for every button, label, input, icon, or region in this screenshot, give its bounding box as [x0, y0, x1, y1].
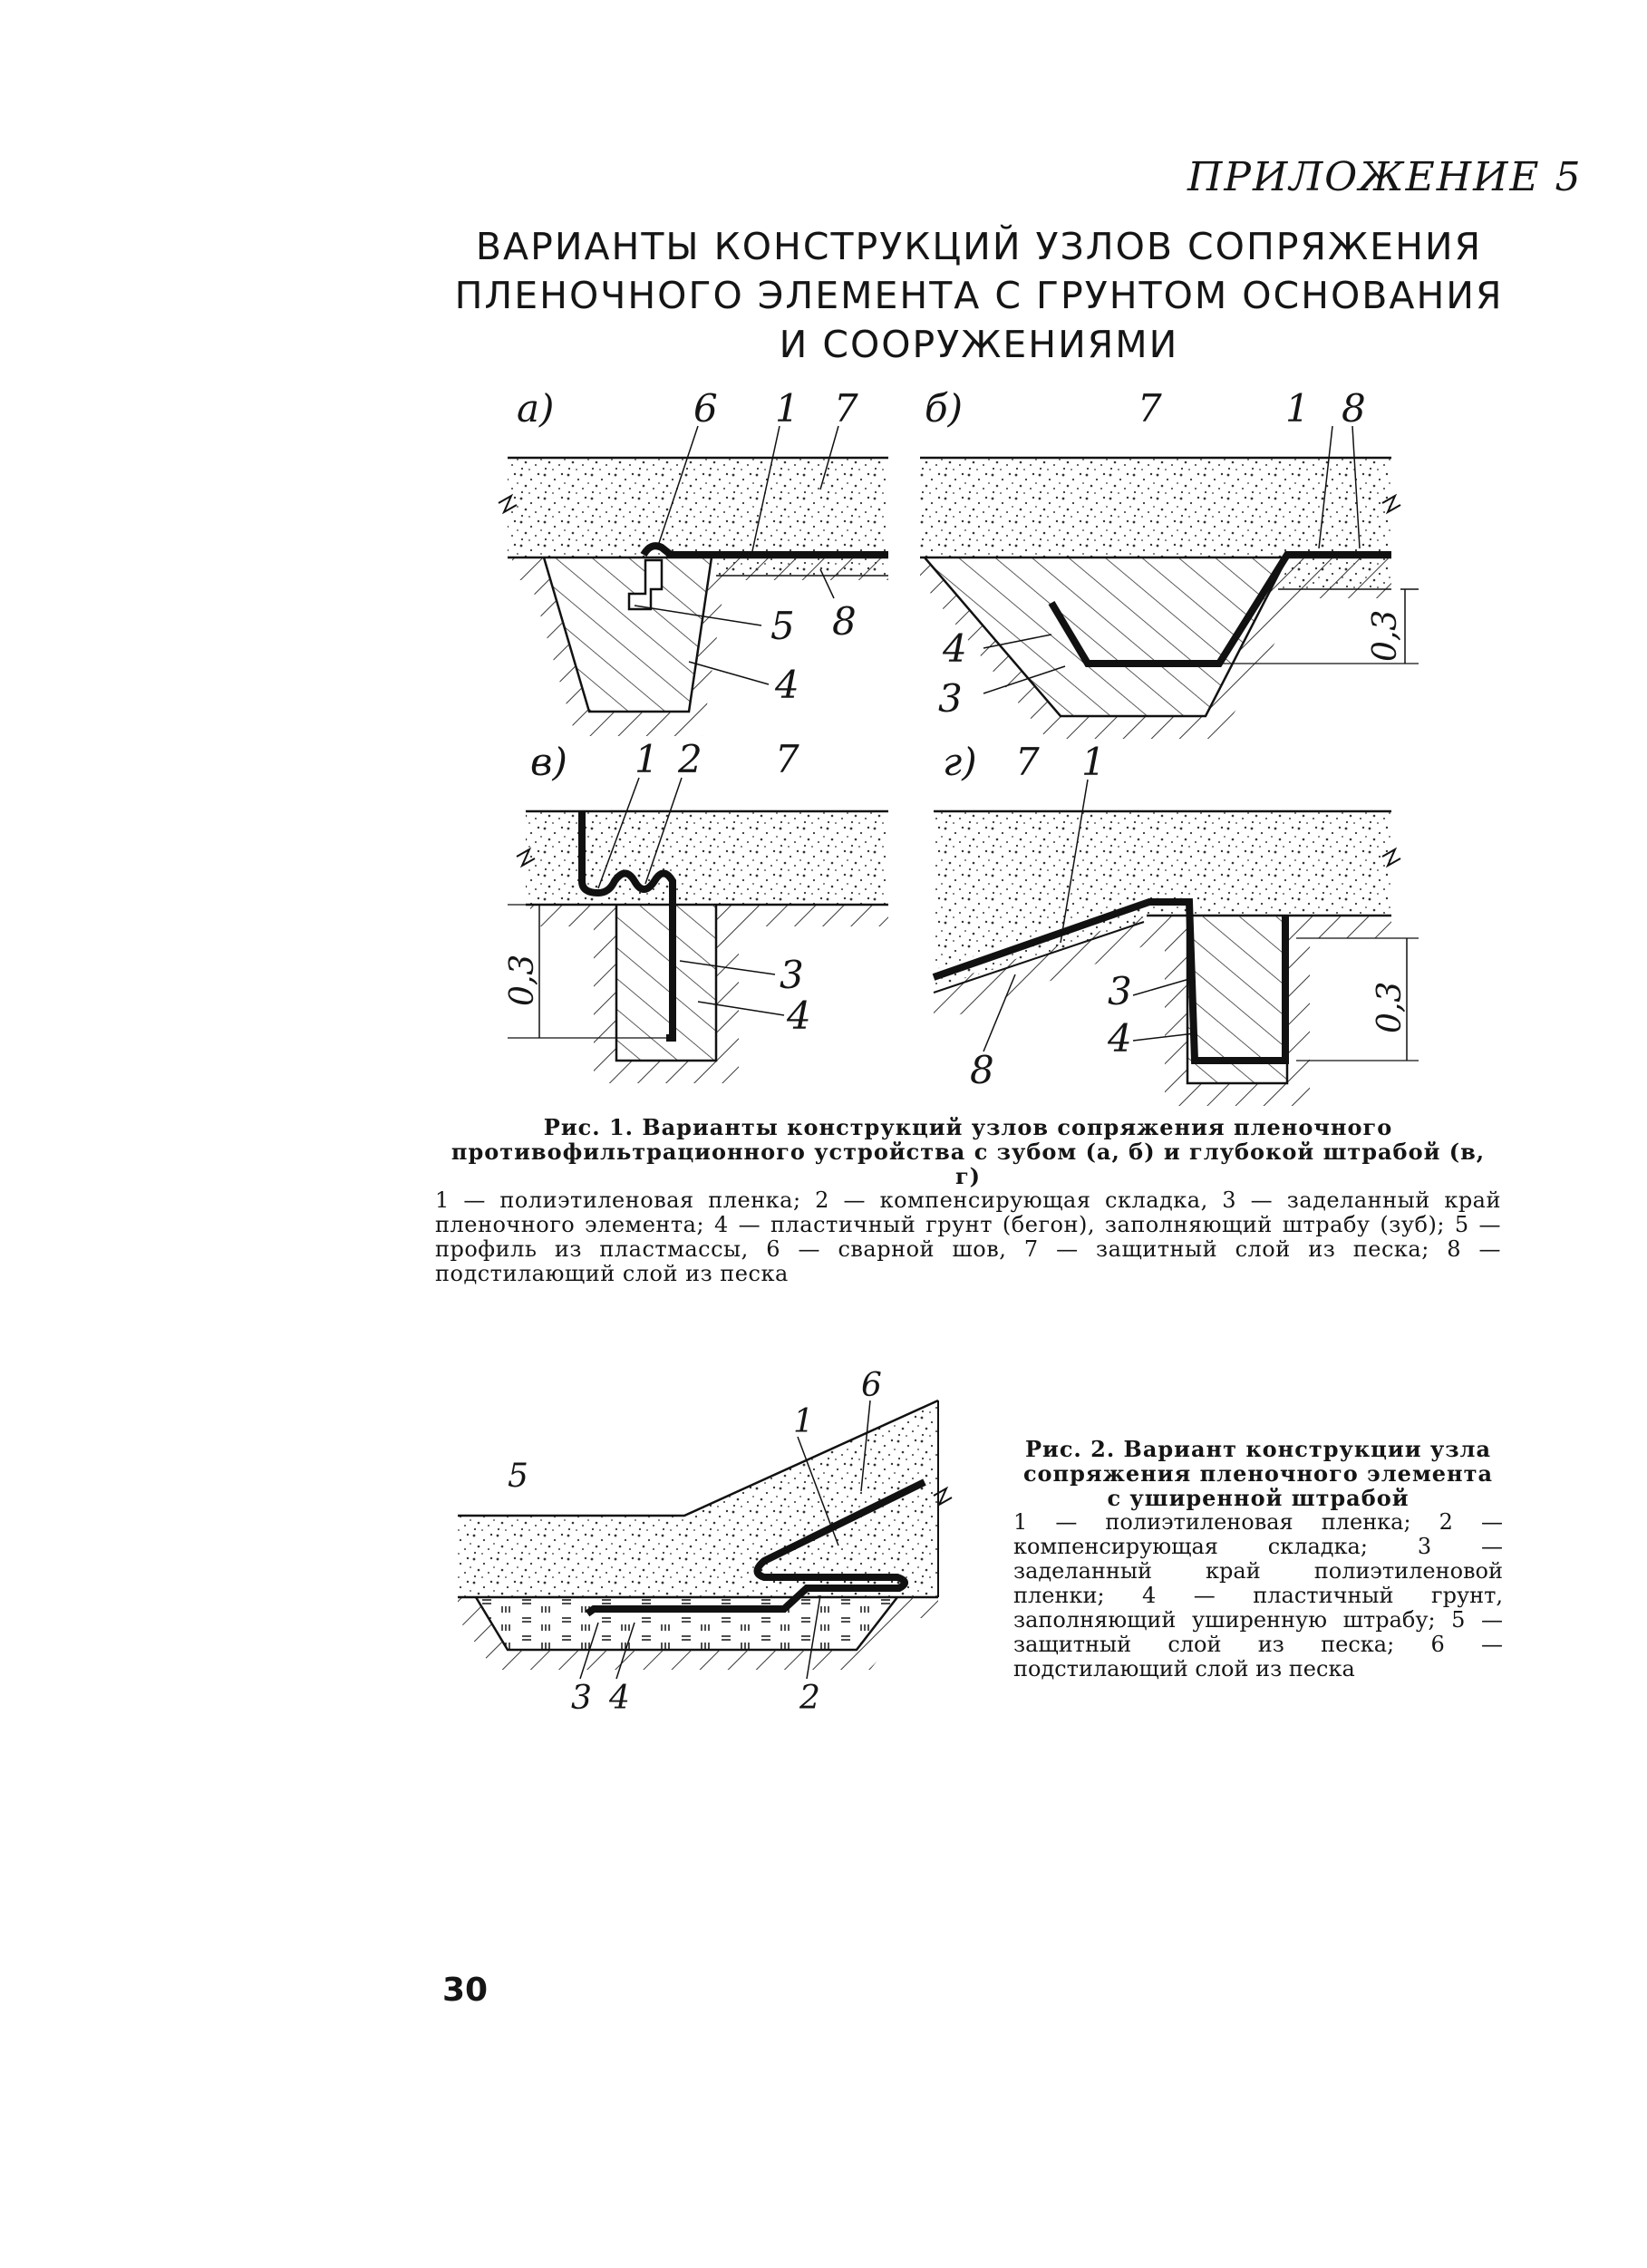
panel-g-letter: г)	[943, 740, 977, 784]
title-line-3: И СООРУЖЕНИЯМИ	[779, 323, 1179, 366]
figure1-panel-g: 0,3 г) 7 1 3 4 8	[932, 740, 1419, 1106]
page-title: ВАРИАНТЫ КОНСТРУКЦИЙ УЗЛОВ СОПРЯЖЕНИЯ ПЛ…	[435, 222, 1523, 369]
panel-v-dimension: 0,3	[504, 955, 541, 1006]
title-line-1: ВАРИАНТЫ КОНСТРУКЦИЙ УЗЛОВ СОПРЯЖЕНИЯ	[475, 225, 1483, 268]
panel-v-label-3: 3	[780, 953, 804, 997]
panel-v-label-1: 1	[635, 737, 659, 781]
fig2-label-6: 6	[861, 1367, 882, 1404]
panel-g-label-4: 4	[1107, 1016, 1132, 1061]
figure1-panel-a: а) 6 1 7 5 8 4	[498, 386, 888, 736]
panel-b-label-7: 7	[1138, 386, 1162, 431]
panel-b-letter: б)	[925, 386, 963, 431]
figure2-drawing: 6 1 5 3 4 2	[458, 1367, 953, 1717]
panel-v-label-4: 4	[786, 993, 811, 1038]
panel-b-label-4: 4	[942, 626, 967, 671]
fig2-label-1: 1	[793, 1403, 814, 1440]
panel-v-letter: в)	[530, 740, 567, 784]
fig2-label-4: 4	[608, 1680, 630, 1717]
fig2-label-5: 5	[508, 1458, 528, 1495]
figure1-caption-title: Рис. 1. Варианты конструкций узлов сопря…	[451, 1114, 1486, 1189]
figure1-panel-b: 0,3 б) 7 1 8 4 3	[920, 386, 1419, 739]
panel-g-label-3: 3	[1108, 969, 1132, 1013]
figure1-caption-legend: 1 — полиэтиленовая пленка; 2 — компенсир…	[435, 1187, 1501, 1286]
panel-a-label-8: 8	[832, 599, 857, 644]
panel-b-label-3: 3	[938, 676, 963, 721]
title-line-2: ПЛЕНОЧНОГО ЭЛЕМЕНТА С ГРУНТОМ ОСНОВАНИЯ	[454, 274, 1504, 317]
panel-g-label-1: 1	[1081, 740, 1106, 784]
fig2-label-2: 2	[799, 1680, 820, 1717]
panel-b-label-1: 1	[1285, 386, 1310, 431]
panel-g-dimension: 0,3	[1371, 982, 1409, 1033]
panel-b-dimension: 0,3	[1367, 610, 1404, 662]
panel-g-label-8: 8	[970, 1048, 994, 1092]
panel-a-letter: а)	[517, 386, 554, 431]
figure1-panel-v: 0,3 в) 1 2 7 3 4	[504, 737, 888, 1083]
fig2-label-3: 3	[571, 1680, 592, 1717]
figure2-caption-legend: 1 — полиэтиленовая пленка; 2 — компенсир…	[1013, 1509, 1503, 1682]
figure2-caption-title: Рис. 2. Вариант конструкции узла сопряже…	[1022, 1436, 1494, 1511]
panel-b-label-8: 8	[1342, 386, 1366, 431]
panel-a-label-7: 7	[834, 386, 858, 431]
figure2-caption: Рис. 2. Вариант конструкции узла сопряже…	[1013, 1437, 1503, 1682]
page-number: 30	[442, 1972, 489, 2009]
figure1-caption: Рис. 1. Варианты конструкций узлов сопря…	[435, 1115, 1501, 1286]
panel-v-label-2: 2	[677, 737, 702, 781]
panel-v-label-7: 7	[775, 737, 799, 781]
appendix-heading: ПРИЛОЖЕНИЕ 5	[1187, 154, 1583, 200]
panel-a-label-6: 6	[693, 386, 718, 431]
panel-a-label-4: 4	[774, 663, 799, 707]
panel-a-label-5: 5	[770, 604, 795, 648]
panel-a-label-1: 1	[775, 386, 799, 431]
panel-g-label-7: 7	[1015, 740, 1040, 784]
